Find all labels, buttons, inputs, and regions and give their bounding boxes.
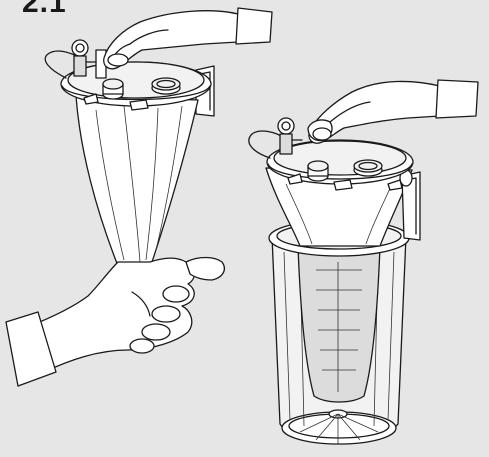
right-lid-port-small bbox=[308, 161, 328, 181]
left-assembly bbox=[6, 8, 272, 386]
left-lower-hand bbox=[6, 258, 224, 387]
left-lid-port-large bbox=[152, 78, 180, 94]
left-tandem-connector bbox=[45, 40, 106, 78]
right-liner-bag bbox=[298, 246, 380, 402]
right-upper-hand bbox=[308, 80, 478, 143]
right-assembly bbox=[249, 80, 478, 444]
left-lid-port-small bbox=[103, 79, 123, 99]
left-upper-hand bbox=[104, 8, 272, 69]
right-lid-port-large bbox=[354, 160, 382, 176]
